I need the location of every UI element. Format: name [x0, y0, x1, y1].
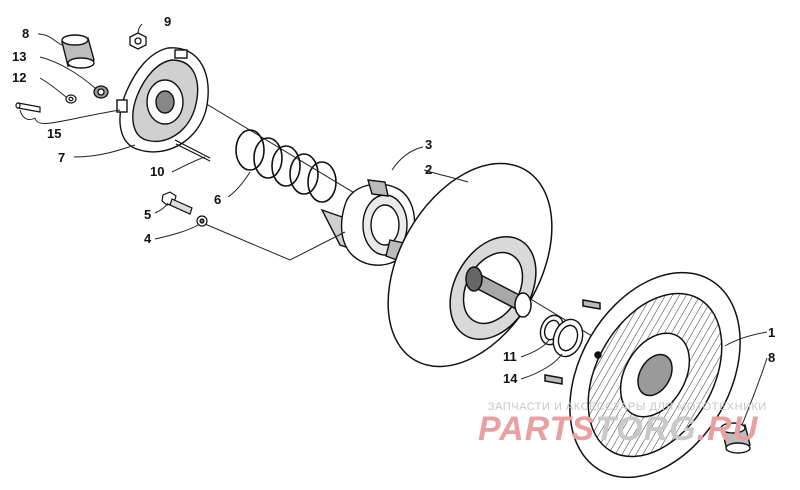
callout-8-bottom: 8	[768, 350, 775, 365]
bushing-part-14	[93, 85, 109, 99]
callout-10: 10	[150, 164, 164, 179]
watermark-parts: PARTS	[478, 410, 595, 448]
callout-7: 7	[58, 150, 65, 165]
ring-part-12	[552, 318, 584, 358]
callout-1: 1	[768, 325, 775, 340]
leader-lines	[19, 23, 768, 426]
spring-part-6	[235, 129, 337, 203]
callout-3: 3	[425, 137, 432, 152]
callout-4: 4	[144, 231, 152, 246]
callout-9: 9	[164, 14, 171, 29]
callout-13: 12	[12, 70, 26, 85]
fixed-sheave-part-2	[387, 162, 553, 368]
pin-part-15	[15, 102, 41, 113]
watermark-tagline: ЗАПЧАСТИ И АКСЕССУАРЫ ДЛЯ МОТОТЕХНИКИ	[488, 401, 767, 413]
callout-12: 14	[503, 371, 518, 386]
callout-2: 2	[425, 162, 432, 177]
screw-part-10	[174, 139, 211, 162]
callout-5: 5	[144, 207, 151, 222]
callout-15: 15	[47, 126, 61, 141]
washer-part-13	[65, 94, 77, 104]
bolt-part-5	[161, 191, 193, 215]
bushing-part-8-top	[61, 34, 95, 69]
callout-8-top: 8	[22, 26, 29, 41]
callout-11: 11	[503, 349, 517, 364]
callout-6: 6	[214, 192, 221, 207]
callout-14: 13	[12, 49, 26, 64]
bushing-part-8-bottom	[720, 422, 751, 454]
watermark-ru: .RU	[697, 410, 759, 448]
watermark-logo: PARTSTORG.RU	[478, 410, 759, 448]
nut-part-9	[129, 32, 147, 50]
cam-housing-part-3	[320, 179, 416, 266]
washer-part-4	[196, 215, 208, 227]
moveable-sheave-part-1	[544, 271, 741, 479]
callout-labels: 8 9 13 12 15 7 10 6 5 4 3 2 11 14 1 8	[12, 14, 775, 386]
cover-plate-part-7	[116, 47, 209, 153]
watermark: ЗАПЧАСТИ И АКСЕССУАРЫ ДЛЯ МОТОТЕХНИКИ PA…	[478, 401, 767, 448]
watermark-torg: TORG	[595, 410, 697, 448]
